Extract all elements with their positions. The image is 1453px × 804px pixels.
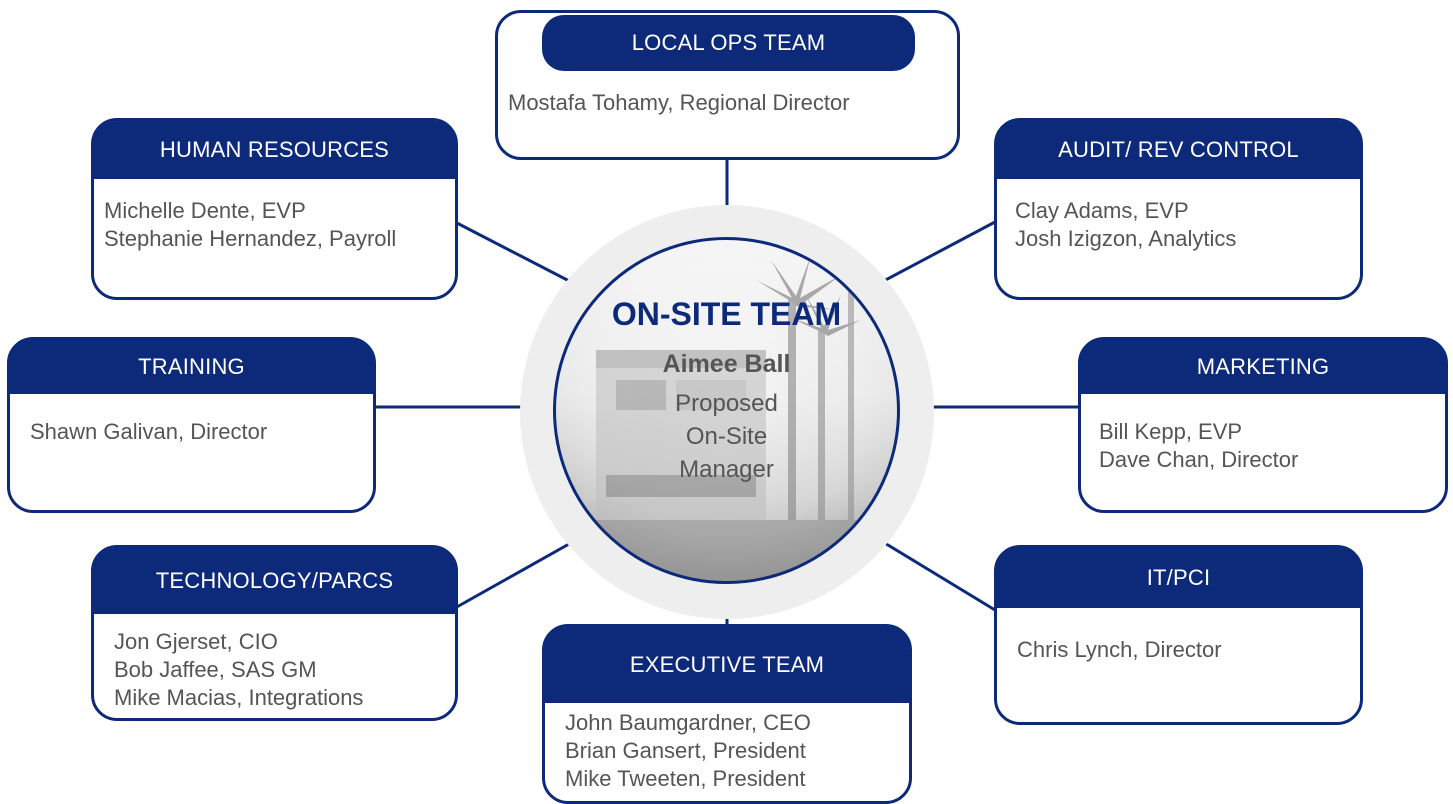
member-line: Jon Gjerset, CIO: [114, 629, 278, 654]
hub-manager-role: Proposed On-Site Manager: [556, 387, 897, 486]
audit-rev-control-members: Clay Adams, EVP Josh Izigzon, Analytics: [1015, 197, 1236, 253]
human-resources-header: HUMAN RESOURCES: [93, 121, 456, 179]
audit-rev-control-title: AUDIT/ REV CONTROL: [1058, 137, 1299, 162]
training-box: TRAINING Shawn Galivan, Director: [7, 337, 376, 513]
marketing-box: MARKETING Bill Kepp, EVP Dave Chan, Dire…: [1078, 337, 1448, 513]
local-ops-team-header: LOCAL OPS TEAM: [542, 15, 915, 71]
member-line: Shawn Galivan, Director: [30, 419, 268, 444]
member-line: John Baumgardner, CEO: [565, 710, 811, 735]
connector-technology: [454, 533, 586, 610]
it-pci-title: IT/PCI: [1146, 565, 1211, 590]
member-line: Stephanie Hernandez, Payroll: [104, 226, 397, 251]
connector-human-resources: [454, 220, 576, 286]
member-line: Bill Kepp, EVP: [1099, 419, 1243, 444]
hub-text: ON-SITE TEAM Aimee Ball Proposed On-Site…: [556, 240, 897, 581]
member-line: Josh Izigzon, Analytics: [1015, 226, 1237, 251]
it-pci-header: IT/PCI: [996, 548, 1361, 608]
local-ops-team-members: Mostafa Tohamy, Regional Director: [508, 89, 850, 117]
member-line: Mostafa Tohamy, Regional Director: [508, 90, 850, 115]
human-resources-members: Michelle Dente, EVP Stephanie Hernandez,…: [104, 197, 396, 253]
member-line: Bob Jaffee, SAS GM: [114, 657, 317, 682]
executive-team-members: John Baumgardner, CEO Brian Gansert, Pre…: [565, 709, 811, 793]
training-title: TRAINING: [138, 354, 245, 379]
marketing-title: MARKETING: [1196, 354, 1330, 379]
technology-parcs-members: Jon Gjerset, CIO Bob Jaffee, SAS GM Mike…: [114, 628, 363, 712]
local-ops-team-box: LOCAL OPS TEAM Mostafa Tohamy, Regional …: [495, 10, 960, 160]
audit-rev-control-header: AUDIT/ REV CONTROL: [996, 121, 1361, 179]
member-line: Mike Tweeten, President: [565, 766, 806, 791]
training-header: TRAINING: [9, 340, 374, 394]
human-resources-title: HUMAN RESOURCES: [159, 137, 390, 162]
member-line: Chris Lynch, Director: [1017, 637, 1222, 662]
executive-team-header: EXECUTIVE TEAM: [544, 627, 910, 703]
member-line: Clay Adams, EVP: [1015, 198, 1189, 223]
member-line: Mike Macias, Integrations: [114, 685, 364, 710]
hub-role-line: On-Site: [685, 423, 768, 450]
hub-title: ON-SITE TEAM: [611, 296, 842, 332]
it-pci-box: IT/PCI Chris Lynch, Director: [994, 545, 1363, 725]
member-line: Michelle Dente, EVP: [104, 198, 306, 223]
on-site-team-hub: ON-SITE TEAM Aimee Ball Proposed On-Site…: [553, 237, 900, 584]
connector-audit: [877, 220, 996, 286]
technology-parcs-header: TECHNOLOGY/PARCS: [93, 548, 456, 614]
training-members: Shawn Galivan, Director: [30, 418, 267, 446]
marketing-members: Bill Kepp, EVP Dave Chan, Director: [1099, 418, 1298, 474]
hub-role-line: Manager: [679, 456, 774, 483]
audit-rev-control-box: AUDIT/ REV CONTROL Clay Adams, EVP Josh …: [994, 118, 1363, 300]
local-ops-team-title: LOCAL OPS TEAM: [631, 30, 826, 55]
member-line: Brian Gansert, President: [565, 738, 806, 763]
executive-team-box: EXECUTIVE TEAM John Baumgardner, CEO Bri…: [542, 624, 912, 804]
technology-parcs-title: TECHNOLOGY/PARCS: [155, 568, 394, 593]
marketing-header: MARKETING: [1080, 340, 1446, 394]
it-pci-members: Chris Lynch, Director: [1017, 636, 1222, 664]
hub-role-line: Proposed: [675, 390, 778, 417]
executive-team-title: EXECUTIVE TEAM: [629, 652, 825, 677]
member-line: Dave Chan, Director: [1099, 447, 1299, 472]
human-resources-box: HUMAN RESOURCES Michelle Dente, EVP Step…: [91, 118, 458, 300]
technology-parcs-box: TECHNOLOGY/PARCS Jon Gjerset, CIO Bob Ja…: [91, 545, 458, 721]
hub-manager-name: Aimee Ball: [662, 350, 791, 378]
